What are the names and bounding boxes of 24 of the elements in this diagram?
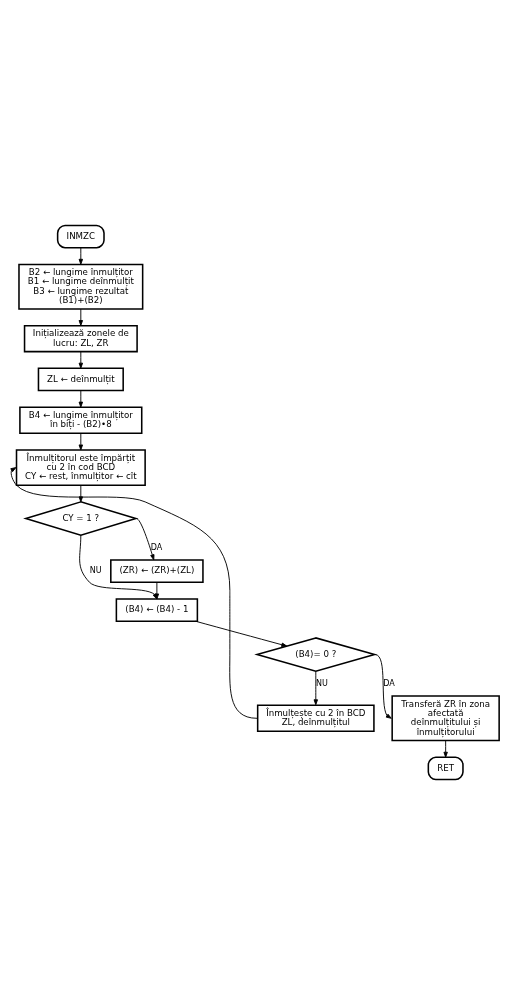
node-box: (B4) ← (B4) - 1 xyxy=(115,597,199,622)
arrow xyxy=(78,389,83,407)
arrow xyxy=(443,739,448,758)
node-box: Inițializează zonele de lucru: ZL, ZR xyxy=(23,324,138,352)
arrow xyxy=(10,466,258,719)
node-box: ZL ← deînmulțit xyxy=(37,367,124,391)
node-box: B2 ← lungime înmulțitor B1 ← lungime deînmulțit B3 ← lungime rezultat (B1)+(B2) xyxy=(18,263,144,310)
arrow xyxy=(78,308,83,326)
arrow xyxy=(78,432,83,450)
node-box: RET xyxy=(427,756,464,780)
arrow xyxy=(78,246,83,265)
arrow xyxy=(374,653,392,719)
node-box: B4 ← lungime înmulțitor în biți - (B2)•8 xyxy=(19,406,143,434)
node-box: Transferă ZR în zona afectată deînmulțitului și înmulțitorului xyxy=(391,694,500,741)
arrow xyxy=(195,620,288,647)
arrow xyxy=(136,517,155,560)
arrow xyxy=(78,350,83,369)
node-diamond: (B4)= 0 ? xyxy=(254,636,378,672)
node-diamond: CY = 1 ? xyxy=(23,500,139,536)
node-box: Înmulțitorul este împărțit cu 2 în cod BCD CY ← rest, înmulțitor ← cît xyxy=(15,448,146,486)
arrow xyxy=(313,670,318,705)
node-box: INMZC xyxy=(56,224,105,248)
node-box: Înmulțește cu 2 în BCD ZL, deînmulțitul xyxy=(256,704,375,732)
node-box: (ZR) ← (ZR)+(ZL) xyxy=(110,558,204,583)
